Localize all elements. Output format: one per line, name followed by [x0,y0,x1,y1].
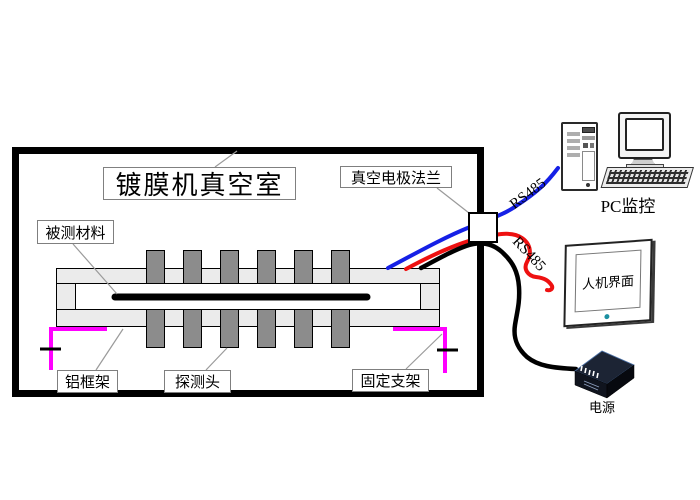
probe-block [183,309,202,348]
psu-front-face [574,370,608,399]
rs485-label-hmi: RS485 [509,233,549,275]
tower-cd-drive [582,127,595,133]
pc-monitor-label: PC监控 [600,197,656,216]
hmi-screen-text: 人机界面 [581,272,635,292]
probe-block [257,250,276,284]
label-vacuum-flange-text: 真空电极法兰 [350,170,441,187]
tower-badge [583,143,588,148]
label-fixed-bracket-text: 固定支架 [360,374,421,390]
probe-block [257,309,276,348]
label-vacuum-flange: 真空电极法兰 [340,166,452,188]
probe-block [331,309,350,348]
tower-floppy-drive [582,136,595,140]
power-supply-box [574,350,635,399]
power-supply-label: 电源 [588,400,615,415]
psu-top-face [574,350,635,385]
bottom-rail [56,309,440,327]
chamber-title: 镀膜机真空室 [103,167,296,200]
label-detector-head-text: 探测头 [174,375,220,391]
tower-bay [582,151,595,181]
label-specimen: 被测材料 [37,220,114,244]
label-fixed-bracket: 固定支架 [352,369,429,392]
tower-vent-slat [567,139,580,143]
vacuum-flange-square [468,212,498,243]
probe-block [146,250,165,284]
pc-keyboard-keys [605,170,690,184]
tower-power-button [586,183,590,187]
pc-monitor [618,112,671,159]
tower-badge [590,143,594,148]
top-rail [56,268,440,284]
probe-block [220,309,239,348]
probe-block [294,250,313,284]
psu-side-face [606,364,635,399]
label-specimen-text: 被测材料 [45,225,106,242]
rs485-label-pc: RS485 [506,175,550,213]
tower-vent-slat [567,153,580,157]
label-detector-head: 探测头 [164,370,231,393]
hmi-panel: 人机界面 [563,238,653,328]
chamber-title-text: 镀膜机真空室 [115,171,284,200]
right-endcap [420,283,440,310]
pc-keyboard [600,167,694,188]
tower-vent-slat [567,146,580,150]
pc-tower [561,122,598,191]
left-endcap [56,283,76,310]
hmi-screen: 人机界面 [574,249,642,313]
pc-monitor-screen [625,118,664,151]
probe-block [220,250,239,284]
hmi-power-led [604,313,610,320]
label-aluminum-frame-text: 铝框架 [64,375,110,391]
probe-block [294,309,313,348]
probe-block [146,309,165,348]
label-aluminum-frame: 铝框架 [57,370,118,393]
tower-vent-slat [567,132,580,136]
psu-terminal-pins [580,365,599,379]
probe-block [331,250,350,284]
probe-block [183,250,202,284]
psu-label-print [583,380,600,391]
